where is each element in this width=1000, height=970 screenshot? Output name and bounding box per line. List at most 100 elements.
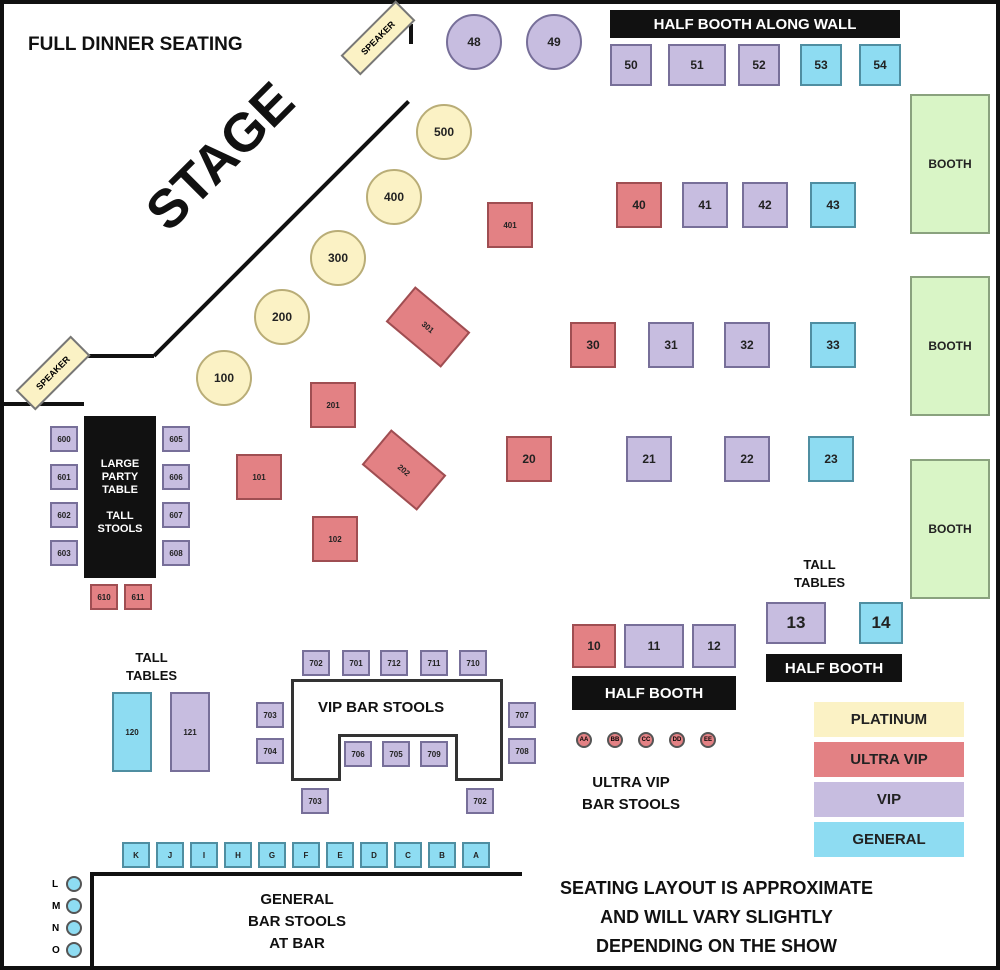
table-31[interactable]: 31 (648, 322, 694, 368)
table-100[interactable]: 100 (196, 350, 252, 406)
general-bar-stool-f[interactable]: F (292, 842, 320, 868)
table-11[interactable]: 11 (624, 624, 684, 668)
booth-top[interactable]: BOOTH (910, 94, 990, 234)
general-bar-stool-e[interactable]: E (326, 842, 354, 868)
table-605[interactable]: 605 (162, 426, 190, 452)
vip-stool-703-left[interactable]: 703 (256, 702, 284, 728)
vip-stool-712[interactable]: 712 (380, 650, 408, 676)
general-bar-side-stool-label: O (52, 944, 60, 956)
general-bar-side-stool-m[interactable]: M (52, 898, 82, 914)
table-400[interactable]: 400 (366, 169, 422, 225)
general-bar-stool-i[interactable]: I (190, 842, 218, 868)
stool-cc[interactable]: CC (638, 732, 654, 748)
stool-circle-icon (66, 898, 82, 914)
vip-stool-711[interactable]: 711 (420, 650, 448, 676)
table-42[interactable]: 42 (742, 182, 788, 228)
legend-vip: VIP (814, 782, 964, 817)
table-43[interactable]: 43 (810, 182, 856, 228)
stool-ee[interactable]: EE (700, 732, 716, 748)
table-201[interactable]: 201 (310, 382, 356, 428)
table-50[interactable]: 50 (610, 44, 652, 86)
table-202[interactable]: 202 (361, 429, 447, 511)
speaker-left: SPEAKER (15, 335, 91, 411)
general-bar-side-stool-n[interactable]: N (52, 920, 82, 936)
table-608[interactable]: 608 (162, 540, 190, 566)
general-bar-stool-g[interactable]: G (258, 842, 286, 868)
table-33[interactable]: 33 (810, 322, 856, 368)
vip-stool-708[interactable]: 708 (508, 738, 536, 764)
table-101[interactable]: 101 (236, 454, 282, 500)
table-53[interactable]: 53 (800, 44, 842, 86)
table-602[interactable]: 602 (50, 502, 78, 528)
general-bar-stool-d[interactable]: D (360, 842, 388, 868)
ultra-vip-bar-stools-label: ULTRA VIP BAR STOOLS (582, 774, 681, 813)
table-41[interactable]: 41 (682, 182, 728, 228)
general-bar-top-edge (90, 872, 522, 876)
table-21[interactable]: 21 (626, 436, 672, 482)
table-401[interactable]: 401 (487, 202, 533, 248)
stool-dd[interactable]: DD (669, 732, 685, 748)
vip-stool-705[interactable]: 705 (382, 741, 410, 767)
stool-bb[interactable]: BB (607, 732, 623, 748)
vip-stool-709[interactable]: 709 (420, 741, 448, 767)
stage-label: STAGE (134, 71, 306, 243)
table-30[interactable]: 30 (570, 322, 616, 368)
table-500[interactable]: 500 (416, 104, 472, 160)
table-23[interactable]: 23 (808, 436, 854, 482)
booth-bottom[interactable]: BOOTH (910, 459, 990, 599)
table-52[interactable]: 52 (738, 44, 780, 86)
table-121[interactable]: 121 (170, 692, 210, 772)
table-32[interactable]: 32 (724, 322, 770, 368)
table-606[interactable]: 606 (162, 464, 190, 490)
table-102[interactable]: 102 (312, 516, 358, 562)
booth-middle[interactable]: BOOTH (910, 276, 990, 416)
table-200[interactable]: 200 (254, 289, 310, 345)
table-22[interactable]: 22 (724, 436, 770, 482)
half-booth-center-header: HALF BOOTH (572, 676, 736, 710)
table-301[interactable]: 301 (385, 286, 471, 368)
vip-stool-702[interactable]: 702 (302, 650, 330, 676)
vip-stool-707[interactable]: 707 (508, 702, 536, 728)
table-607[interactable]: 607 (162, 502, 190, 528)
table-51[interactable]: 51 (668, 44, 726, 86)
table-20[interactable]: 20 (506, 436, 552, 482)
speaker-top: SPEAKER (340, 0, 416, 76)
page-title: FULL DINNER SEATING (28, 34, 243, 55)
general-bar-stool-c[interactable]: C (394, 842, 422, 868)
stage-edge-top (409, 24, 413, 44)
table-13[interactable]: 13 (766, 602, 826, 644)
general-bar-stool-b[interactable]: B (428, 842, 456, 868)
table-10[interactable]: 10 (572, 624, 616, 668)
large-party-table[interactable]: LARGE PARTY TABLE TALL STOOLS (84, 416, 156, 578)
table-54[interactable]: 54 (859, 44, 901, 86)
table-40[interactable]: 40 (616, 182, 662, 228)
table-610[interactable]: 610 (90, 584, 118, 610)
general-bar-side-stool-label: L (52, 878, 59, 890)
table-611[interactable]: 611 (124, 584, 152, 610)
general-bar-stool-h[interactable]: H (224, 842, 252, 868)
vip-stool-703-low[interactable]: 703 (301, 788, 329, 814)
vip-stool-706[interactable]: 706 (344, 741, 372, 767)
table-49[interactable]: 49 (526, 14, 582, 70)
vip-stool-710[interactable]: 710 (459, 650, 487, 676)
table-14[interactable]: 14 (859, 602, 903, 644)
table-603[interactable]: 603 (50, 540, 78, 566)
general-bar-stool-j[interactable]: J (156, 842, 184, 868)
general-bar-side-stool-o[interactable]: O (52, 942, 82, 958)
stool-aa[interactable]: AA (576, 732, 592, 748)
general-bar-side-stool-label: M (52, 900, 61, 912)
table-601[interactable]: 601 (50, 464, 78, 490)
table-300[interactable]: 300 (310, 230, 366, 286)
general-bar-side-stool-l[interactable]: L (52, 876, 82, 892)
general-bar-stool-k[interactable]: K (122, 842, 150, 868)
table-120[interactable]: 120 (112, 692, 152, 772)
vip-stool-702-low[interactable]: 702 (466, 788, 494, 814)
table-600[interactable]: 600 (50, 426, 78, 452)
general-bar-stools-label: GENERAL BAR STOOLS AT BAR (248, 891, 347, 952)
vip-stool-701[interactable]: 701 (342, 650, 370, 676)
general-bar-stool-a[interactable]: A (462, 842, 490, 868)
table-12[interactable]: 12 (692, 624, 736, 668)
table-48[interactable]: 48 (446, 14, 502, 70)
vip-stool-704[interactable]: 704 (256, 738, 284, 764)
